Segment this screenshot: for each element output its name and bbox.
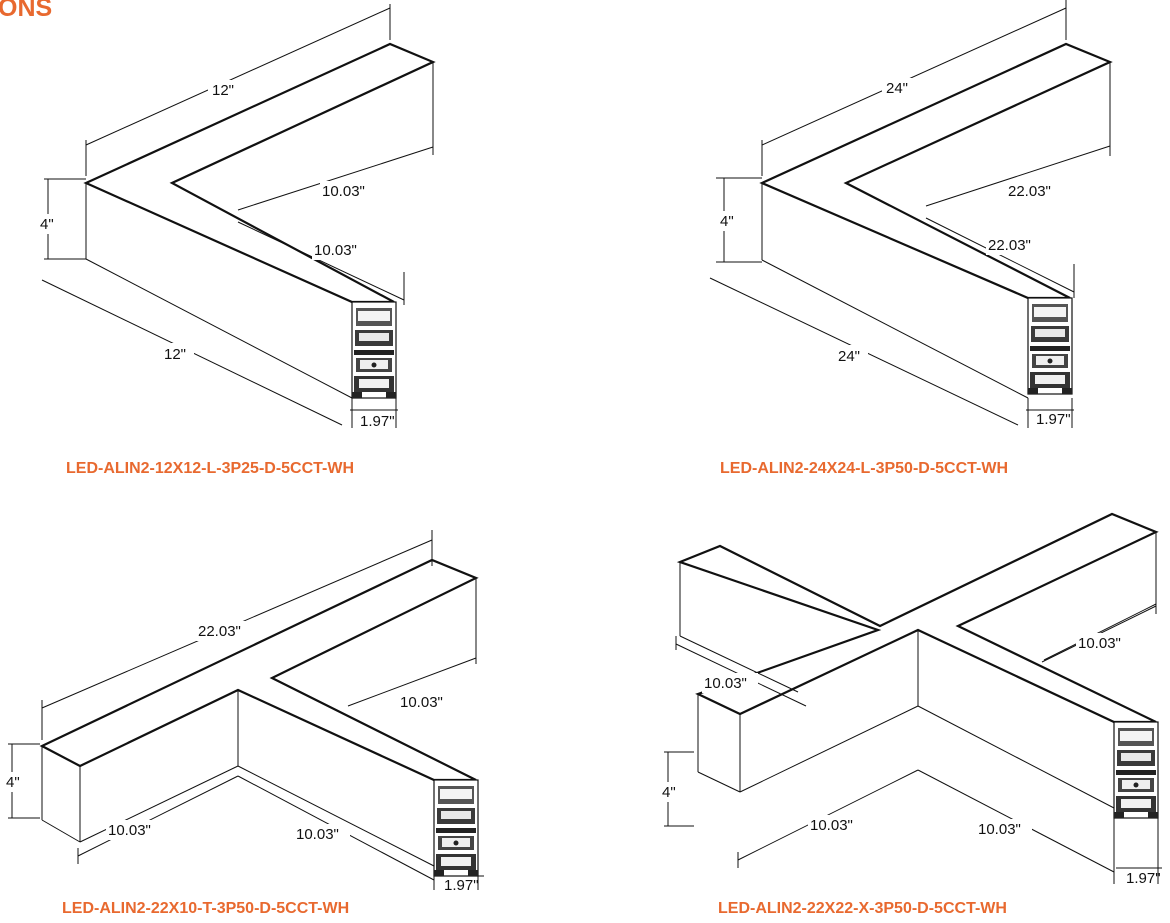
fixture-1-dim-height: 4" [40,216,54,233]
fixture-3-dim-bottom-left: 10.03" [108,822,151,839]
fixture-3-dim-width: 1.97" [444,877,479,894]
fixture-2-dim-height: 4" [720,213,734,230]
fixture-2-dim-inner-a: 22.03" [1008,183,1051,200]
fixture-4-endcap-icon [1113,721,1159,819]
fixture-3-dim-height: 4" [6,774,20,791]
fixture-4-drawing [664,512,1162,884]
fixture-4-dim-bottom-left: 10.03" [810,817,853,834]
fixture-2-dim-width: 1.97" [1036,411,1071,428]
fixture-2-endcap-icon [1027,297,1073,395]
fixture-4-dim-bottom-right: 10.03" [978,821,1021,838]
fixture-4-dim-upper-right: 10.03" [1078,635,1121,652]
fixture-1-dim-top: 12" [212,82,234,99]
fixture-4-dim-height: 4" [662,784,676,801]
fixture-1-dim-bottom: 12" [164,346,186,363]
fixture-1-endcap-icon [351,301,397,399]
fixture-2-dim-top: 24" [886,80,908,97]
fixture-1-dim-width: 1.97" [360,413,395,430]
fixture-1-model-caption: LED-ALIN2-12X12-L-3P25-D-5CCT-WH [66,460,355,477]
page-heading: ONS [0,0,53,22]
fixture-2-dim-labels: 24" 22.03" 22.03" 4" 24" 1.97" [718,78,1071,428]
fixture-2-model-caption: LED-ALIN2-24X24-L-3P50-D-5CCT-WH [720,460,1009,477]
fixture-2-dim-bottom: 24" [838,348,860,365]
fixture-1-dim-inner-a: 10.03" [322,183,365,200]
fixture-3-model-caption: LED-ALIN2-22X10-T-3P50-D-5CCT-WH [62,900,350,917]
fixture-4-dim-width: 1.97" [1126,870,1161,887]
fixture-4-model-caption: LED-ALIN2-22X22-X-3P50-D-5CCT-WH [718,900,1007,917]
fixture-3-dim-top: 22.03" [198,623,241,640]
fixture-1-dim-inner-b: 10.03" [314,242,357,259]
fixture-2-dim-inner-b: 22.03" [988,237,1031,254]
fixture-4-dim-labels: 10.03" 10.03" 4" 10.03" 10.03" 1.97" [660,633,1161,887]
fixture-4-dim-upper-left: 10.03" [704,675,747,692]
fixture-1-dim-labels: 12" 10.03" 10.03" 4" 12" 1.97" [38,80,395,430]
fixture-3-dim-bottom-right: 10.03" [296,826,339,843]
fixture-3-endcap-icon [433,779,479,877]
fixture-3-dim-arm: 10.03" [400,694,443,711]
fixture-3-dim-labels: 22.03" 10.03" 4" 10.03" 10.03" 1.97" [4,621,479,894]
